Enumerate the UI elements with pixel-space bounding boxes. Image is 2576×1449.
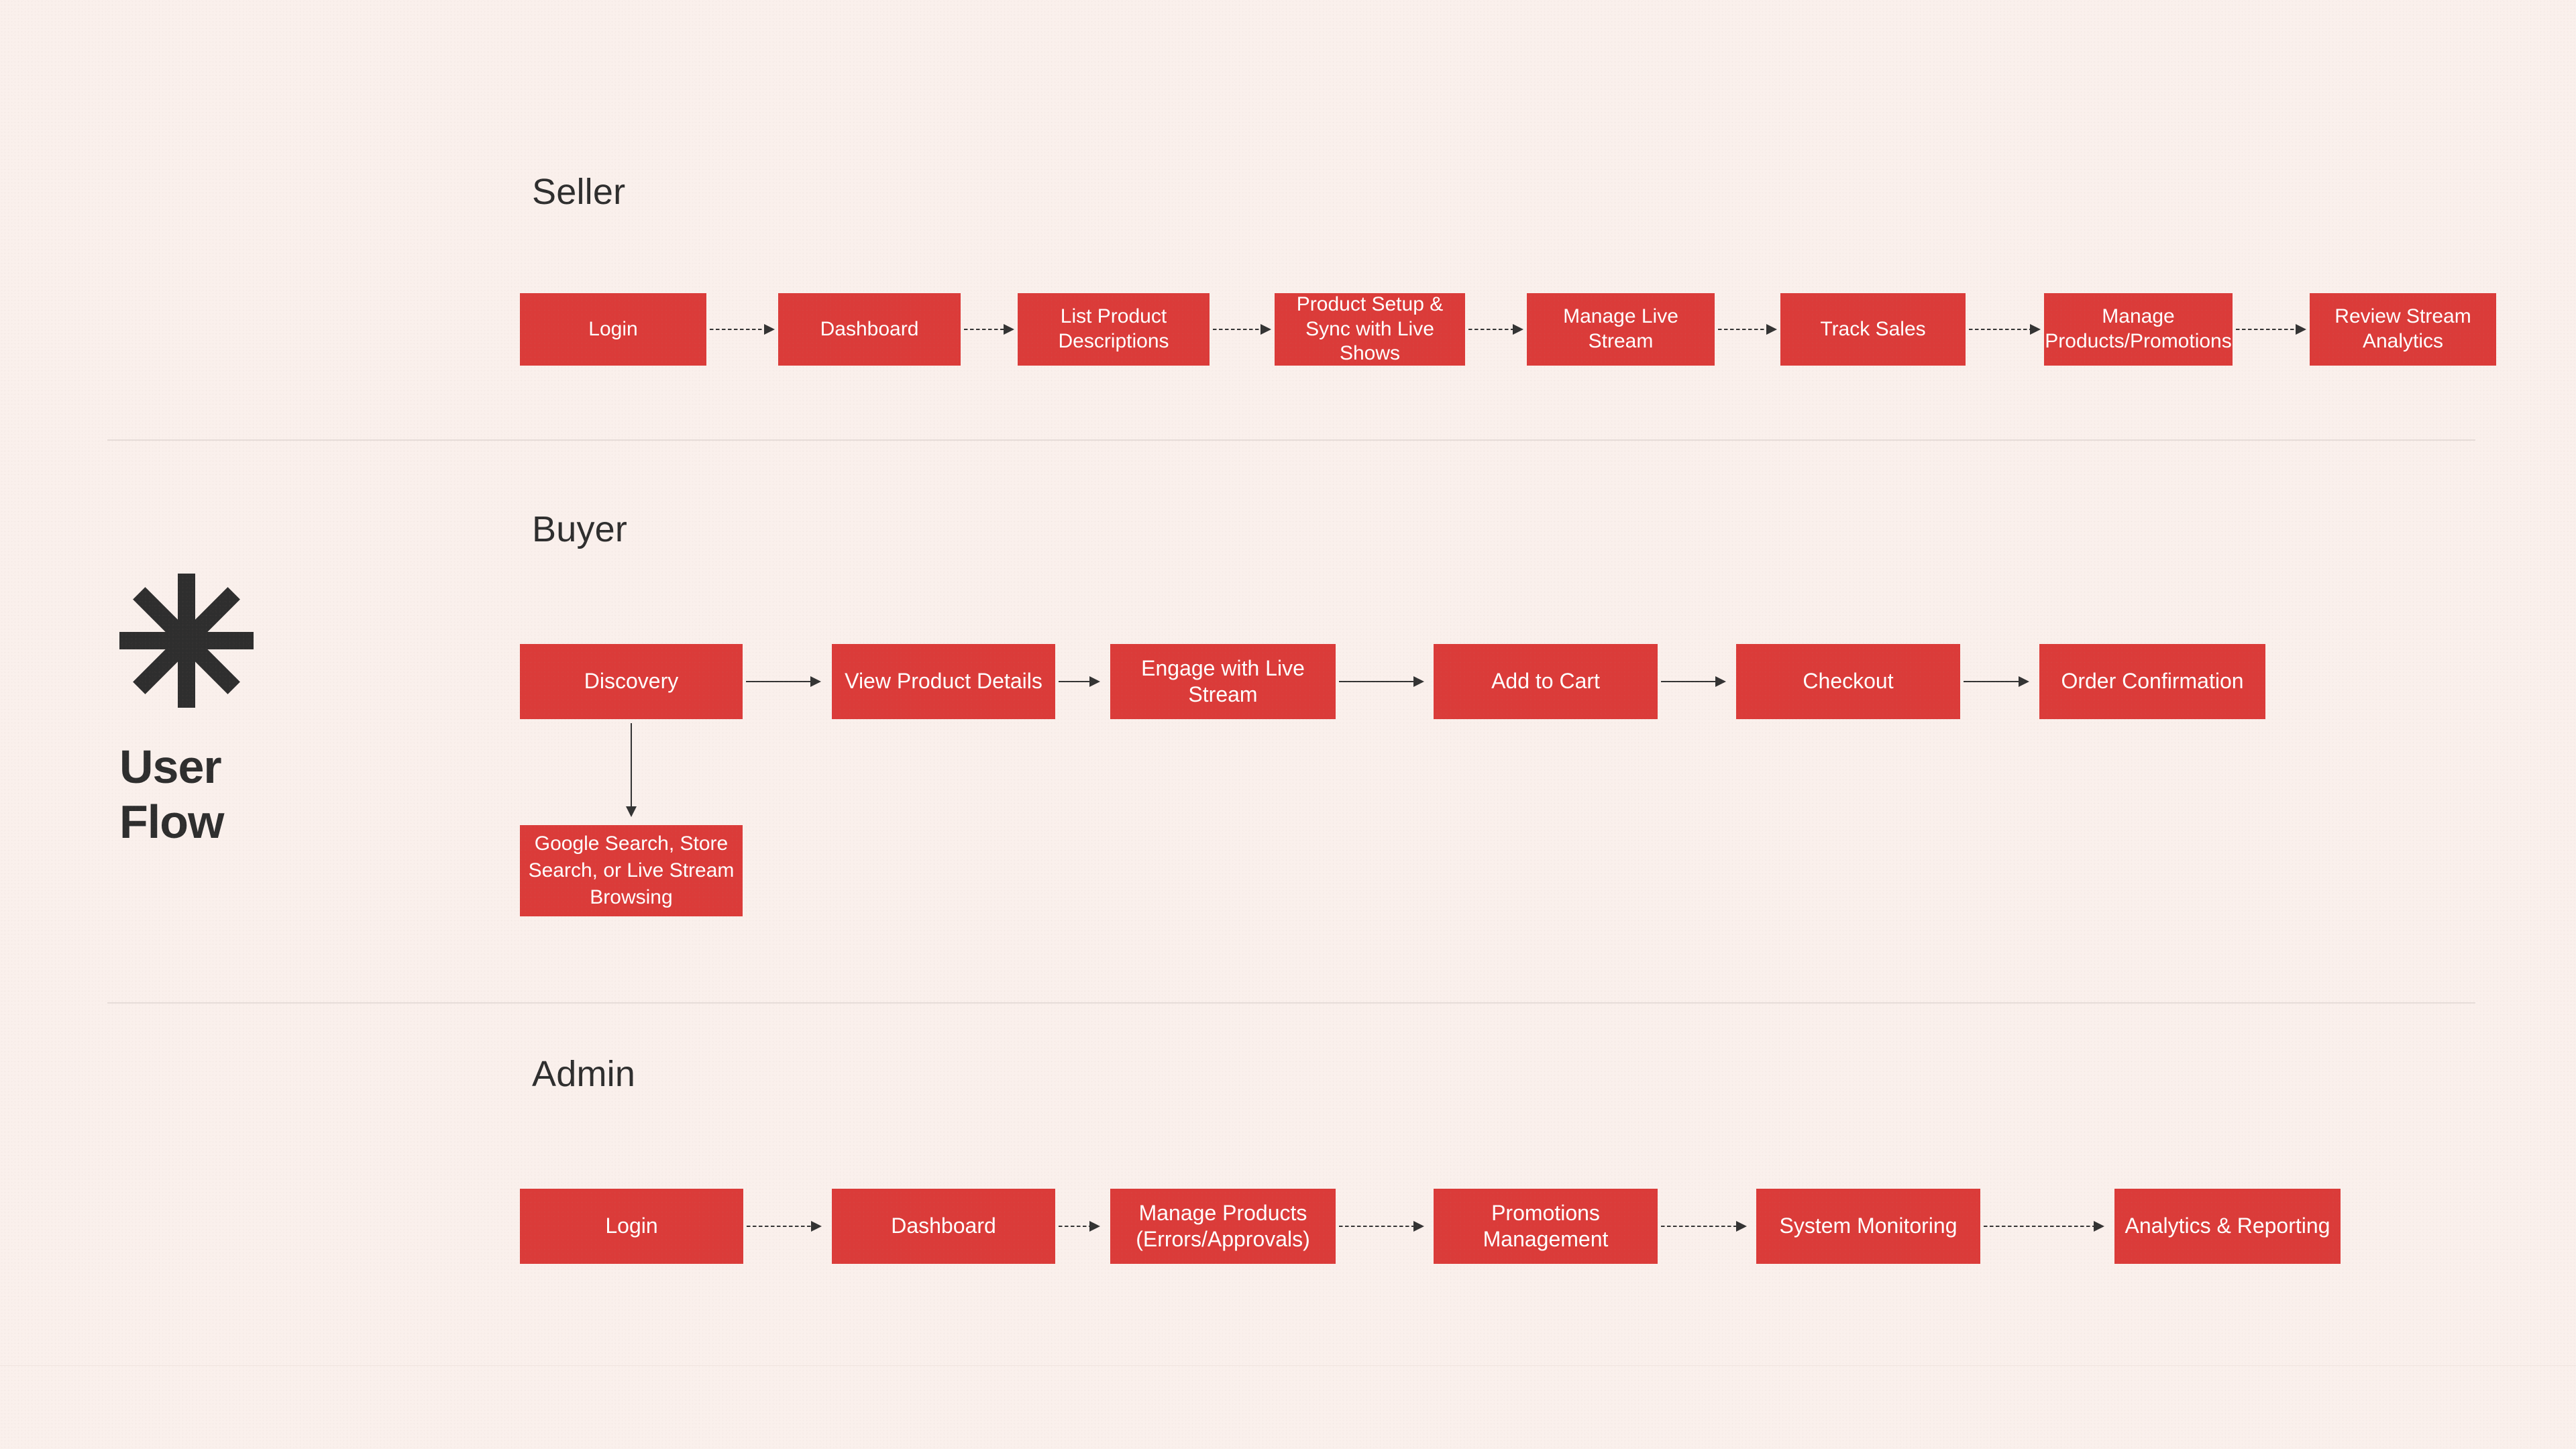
- arrow-seller-4: [1468, 324, 1523, 335]
- node-buyer-discovery-sources[interactable]: Google Search, Store Search, or Live Str…: [520, 825, 743, 916]
- node-seller-manage-products-promotions[interactable]: Manage Products/Promotions: [2044, 293, 2233, 366]
- node-admin-promotions-management[interactable]: Promotions Management: [1434, 1189, 1658, 1264]
- arrow-admin-4: [1661, 1221, 1747, 1232]
- arrow-buyer-discovery-branch: [626, 723, 637, 817]
- arrow-buyer-1: [746, 676, 821, 687]
- node-seller-dashboard[interactable]: Dashboard: [778, 293, 961, 366]
- node-buyer-view-product-details[interactable]: View Product Details: [832, 644, 1055, 719]
- divider-seller-buyer: [107, 439, 2475, 441]
- arrow-buyer-4: [1661, 676, 1726, 687]
- node-admin-system-monitoring[interactable]: System Monitoring: [1756, 1189, 1980, 1264]
- node-seller-manage-live-stream[interactable]: Manage Live Stream: [1527, 293, 1715, 366]
- node-buyer-checkout[interactable]: Checkout: [1736, 644, 1960, 719]
- node-buyer-add-to-cart[interactable]: Add to Cart: [1434, 644, 1658, 719]
- node-seller-product-setup-sync[interactable]: Product Setup & Sync with Live Shows: [1275, 293, 1465, 366]
- arrow-seller-6: [1969, 324, 2041, 335]
- node-admin-dashboard[interactable]: Dashboard: [832, 1189, 1055, 1264]
- node-buyer-discovery[interactable]: Discovery: [520, 644, 743, 719]
- node-buyer-engage-with-live-stream[interactable]: Engage with Live Stream: [1110, 644, 1336, 719]
- arrow-admin-5: [1984, 1221, 2104, 1232]
- node-admin-login[interactable]: Login: [520, 1189, 743, 1264]
- arrow-seller-7: [2236, 324, 2306, 335]
- arrow-seller-5: [1718, 324, 1777, 335]
- arrow-admin-2: [1059, 1221, 1100, 1232]
- node-seller-track-sales[interactable]: Track Sales: [1780, 293, 1966, 366]
- section-title-seller: Seller: [532, 172, 626, 212]
- section-title-admin: Admin: [532, 1054, 636, 1094]
- section-title-buyer: Buyer: [532, 509, 628, 549]
- node-admin-manage-products[interactable]: Manage Products (Errors/Approvals): [1110, 1189, 1336, 1264]
- arrow-buyer-2: [1059, 676, 1100, 687]
- arrow-seller-1: [710, 324, 775, 335]
- arrow-admin-3: [1339, 1221, 1424, 1232]
- brand-block: User Flow: [119, 574, 341, 850]
- arrow-buyer-3: [1339, 676, 1424, 687]
- asterisk-star-icon: [119, 574, 254, 708]
- node-admin-analytics-reporting[interactable]: Analytics & Reporting: [2114, 1189, 2341, 1264]
- arrow-seller-2: [964, 324, 1014, 335]
- page-title: User Flow: [119, 741, 224, 848]
- node-buyer-order-confirmation[interactable]: Order Confirmation: [2039, 644, 2265, 719]
- divider-admin-bottom: [0, 1365, 2576, 1366]
- arrow-buyer-5: [1964, 676, 2029, 687]
- arrow-admin-1: [747, 1221, 822, 1232]
- divider-buyer-admin: [107, 1002, 2475, 1004]
- node-seller-list-product-descriptions[interactable]: List Product Descriptions: [1018, 293, 1210, 366]
- node-seller-review-stream-analytics[interactable]: Review Stream Analytics: [2310, 293, 2496, 366]
- node-seller-login[interactable]: Login: [520, 293, 706, 366]
- arrow-seller-3: [1213, 324, 1271, 335]
